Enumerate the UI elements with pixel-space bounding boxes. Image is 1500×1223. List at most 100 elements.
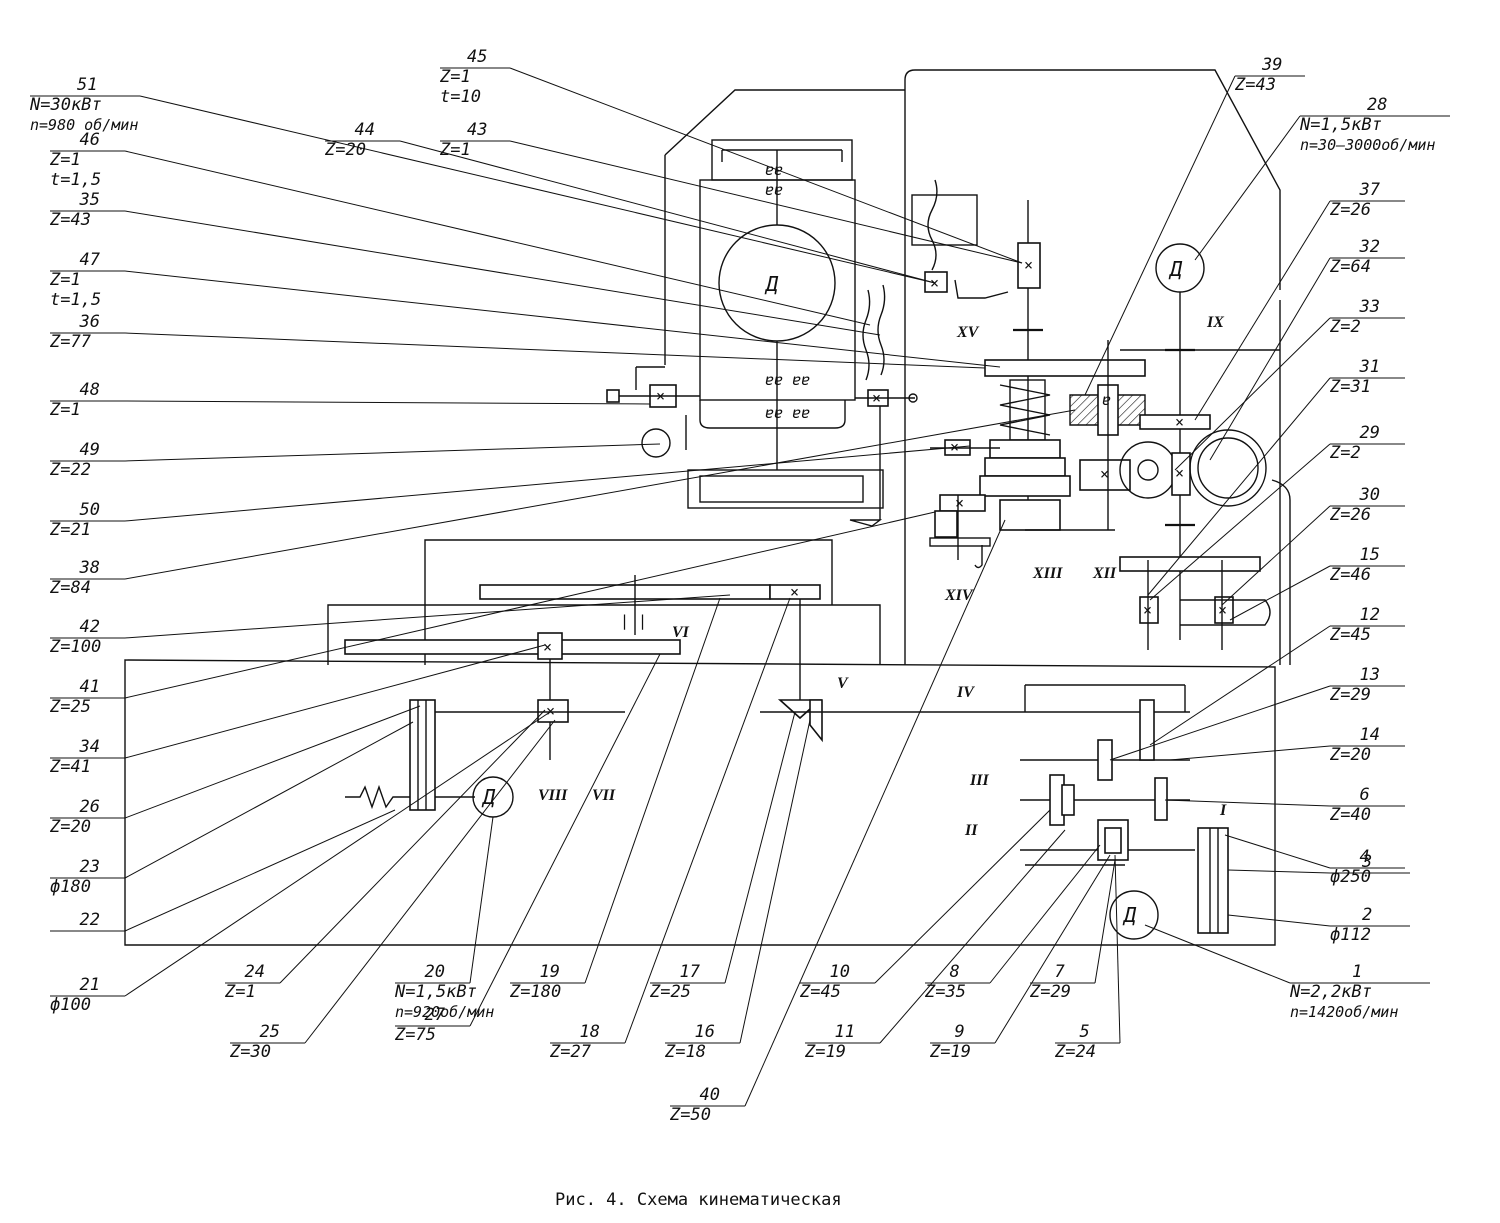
callout-spec: t=10 <box>440 87 481 107</box>
callout-leader <box>739 719 811 1044</box>
svg-text:ɐɐ ɐɐ: ɐɐ ɐɐ <box>765 371 810 389</box>
callout-spec: Z=45 <box>1329 625 1371 645</box>
svg-text:×: × <box>543 638 552 656</box>
callout-number: 9 <box>955 1022 965 1042</box>
callout-spec: Z=26 <box>1329 200 1371 220</box>
callout-number: 46 <box>80 130 100 150</box>
callout-spec: Z=180 <box>509 982 561 1002</box>
callout-spec: Z=29 <box>1329 685 1371 705</box>
callout-number: 40 <box>700 1085 720 1105</box>
shaft-VII: VII <box>592 787 616 804</box>
callout-9: 9Z=19 <box>929 854 1111 1062</box>
shaft-XV: XV <box>956 324 980 341</box>
shaft-labels: XV XIII XII XIV IX VI V IV III II I VIII… <box>538 314 1227 839</box>
svg-text:×: × <box>546 702 555 720</box>
callout-43: 43Z=1 <box>439 120 1023 264</box>
callout-29: 29Z=2 <box>1149 423 1405 601</box>
gearbox: Д <box>940 684 1229 940</box>
callout-leader <box>124 270 1001 368</box>
callout-number: 44 <box>355 120 375 140</box>
callout-26: 26Z=20 <box>49 705 421 837</box>
callout-13: 13Z=29 <box>1109 665 1405 761</box>
callout-leader <box>1227 914 1331 927</box>
callout-number: 32 <box>1359 237 1380 257</box>
callout-number: 17 <box>680 962 701 982</box>
callout-spec: Z=20 <box>324 140 366 160</box>
callout-spec: Z=29 <box>1029 982 1071 1002</box>
callout-22: 22 <box>50 809 396 932</box>
callout-spec: Z=24 <box>1054 1042 1096 1062</box>
callout-spec: Z=2 <box>1329 443 1361 463</box>
callout-number: 24 <box>245 962 265 982</box>
callout-spec: N=1,5кВт <box>394 982 477 1002</box>
callout-42: 42Z=100 <box>49 594 731 657</box>
callout-leader <box>139 95 936 284</box>
callout-leader <box>124 721 414 879</box>
callout-33: 33Z=2 <box>1174 297 1405 471</box>
callout-spec: n=980 об/мин <box>30 116 138 134</box>
callout-leader <box>124 445 971 522</box>
callout-spec: Z=100 <box>49 637 101 657</box>
callout-leader <box>1149 443 1331 601</box>
callout-spec: Z=26 <box>1329 505 1371 525</box>
svg-text:×: × <box>1175 464 1184 482</box>
callout-39: 39Z=43 <box>1084 55 1305 396</box>
callout-spec: Z=64 <box>1329 257 1371 277</box>
callout-50: 50Z=21 <box>49 445 971 540</box>
callout-37: 37Z=26 <box>1194 180 1405 421</box>
svg-text:ɐɐ ɐɐ: ɐɐ ɐɐ <box>765 404 810 422</box>
callout-leader <box>879 829 1066 1044</box>
shaft-III: III <box>969 772 989 789</box>
callout-spec: Z=31 <box>1329 377 1371 397</box>
callout-10: 10Z=45 <box>799 809 1051 1002</box>
callout-leader <box>1169 745 1331 761</box>
svg-text:ɐɐ: ɐɐ <box>765 161 783 179</box>
callout-spec: Z=41 <box>49 757 91 777</box>
callout-spec: Z=18 <box>664 1042 706 1062</box>
callout-leader <box>124 809 396 932</box>
callout-leader <box>1224 834 1331 869</box>
callout-number: 45 <box>467 47 487 67</box>
table-drive: × | | × × Д <box>344 575 940 818</box>
callout-3: 3 <box>1227 852 1410 874</box>
shaft-I: I <box>1219 802 1227 819</box>
shaft-VIII: VIII <box>538 787 568 804</box>
callout-leader <box>399 140 936 284</box>
callout-number: 38 <box>79 558 100 578</box>
callout-leader <box>874 809 1051 984</box>
callout-spec: Z=21 <box>49 520 91 540</box>
callout-number: 35 <box>79 190 100 210</box>
callout-number: 34 <box>79 737 100 757</box>
callout-leader <box>1109 685 1331 761</box>
shaft-IV: IV <box>956 684 975 701</box>
callout-spec: t=1,5 <box>50 290 101 310</box>
callout-leader <box>124 210 881 336</box>
callout-number: 49 <box>80 440 100 460</box>
callout-number: 47 <box>80 250 101 270</box>
callout-number: 22 <box>80 910 100 930</box>
callout-leader <box>124 644 546 759</box>
svg-text:×: × <box>1024 256 1033 274</box>
callout-30: 30Z=26 <box>1221 485 1405 606</box>
callout-number: 15 <box>1360 545 1380 565</box>
callout-number: 31 <box>1359 357 1380 377</box>
callout-spec: Z=19 <box>804 1042 846 1062</box>
svg-text:×: × <box>1175 413 1184 431</box>
callout-number: 2 <box>1362 905 1372 925</box>
callout-spec: Z=20 <box>49 817 91 837</box>
callout-number: 12 <box>1360 605 1380 625</box>
feed-motor-symbol: Д <box>1168 257 1183 281</box>
callout-number: 8 <box>950 962 960 982</box>
svg-text:ɐɐ: ɐɐ <box>765 181 783 199</box>
callout-spec: Z=2 <box>1329 317 1361 337</box>
callout-spec: ф100 <box>50 995 91 1015</box>
shaft-XIV: XIV <box>944 587 974 604</box>
callout-spec: t=1,5 <box>50 170 101 190</box>
callout-leader <box>124 332 986 369</box>
callout-leader <box>744 519 1006 1107</box>
